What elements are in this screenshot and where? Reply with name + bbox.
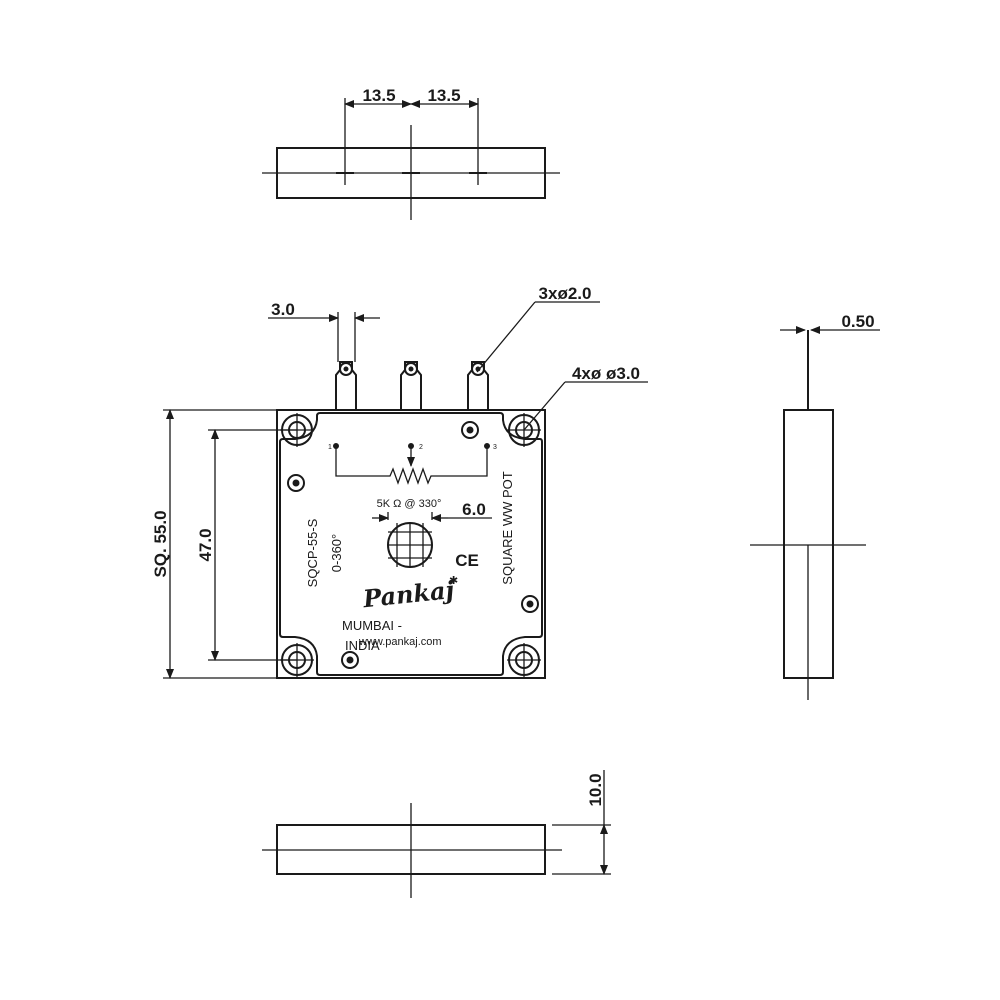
bottom-view: 10.0	[262, 770, 611, 898]
pin-label-3: 3	[493, 444, 497, 451]
front-view-inner-outline	[279, 412, 543, 676]
country-label: INDIA	[345, 638, 380, 653]
city-label: MUMBAI -	[342, 618, 402, 633]
front-view-body	[276, 409, 546, 679]
pin-pitch-dim: 3.0	[271, 300, 295, 319]
screw-heads	[287, 421, 539, 669]
top-dim-right: 13.5	[427, 86, 460, 105]
mount-hole-callout: 4xø ø3.0	[572, 364, 640, 383]
top-dim-left: 13.5	[362, 86, 395, 105]
mount-hole-bottom-right	[507, 643, 541, 677]
center-dim: 6.0	[462, 500, 486, 519]
product-label: SQUARE WW POT	[500, 471, 515, 584]
brand-logo: Pankaj ✱	[361, 575, 459, 614]
resistor-schematic: 1 2 3	[328, 443, 497, 485]
brand-star-icon: ✱	[449, 575, 458, 587]
rating-label: 5K Ω @ 330°	[377, 498, 442, 510]
top-view: 13.5 13.5	[262, 86, 560, 220]
model-label: SQCP-55-S	[305, 518, 320, 587]
range-label: 0-360°	[329, 534, 344, 572]
pin-label-2: 2	[419, 444, 423, 451]
shaft-crosshair	[372, 512, 492, 568]
front-view: 3.0 3xø2.0 4xø ø3.0 SQ. 55.0 47.0 1 2 3	[151, 284, 648, 679]
terminal-hole-callout: 3xø2.0	[539, 284, 592, 303]
ce-mark: CE	[455, 551, 479, 570]
pin-label-1: 1	[328, 444, 332, 451]
brand-wordmark: Pankaj	[361, 575, 456, 614]
terminal-pins	[335, 361, 489, 410]
shaft-dim: 0.50	[841, 312, 874, 331]
side-view: 0.50	[750, 312, 880, 700]
hole-spacing-dim: 47.0	[196, 528, 215, 561]
thickness-dim: 10.0	[586, 773, 605, 806]
size-dim: SQ. 55.0	[151, 510, 170, 577]
website-label: www.pankaj.com	[358, 636, 442, 648]
